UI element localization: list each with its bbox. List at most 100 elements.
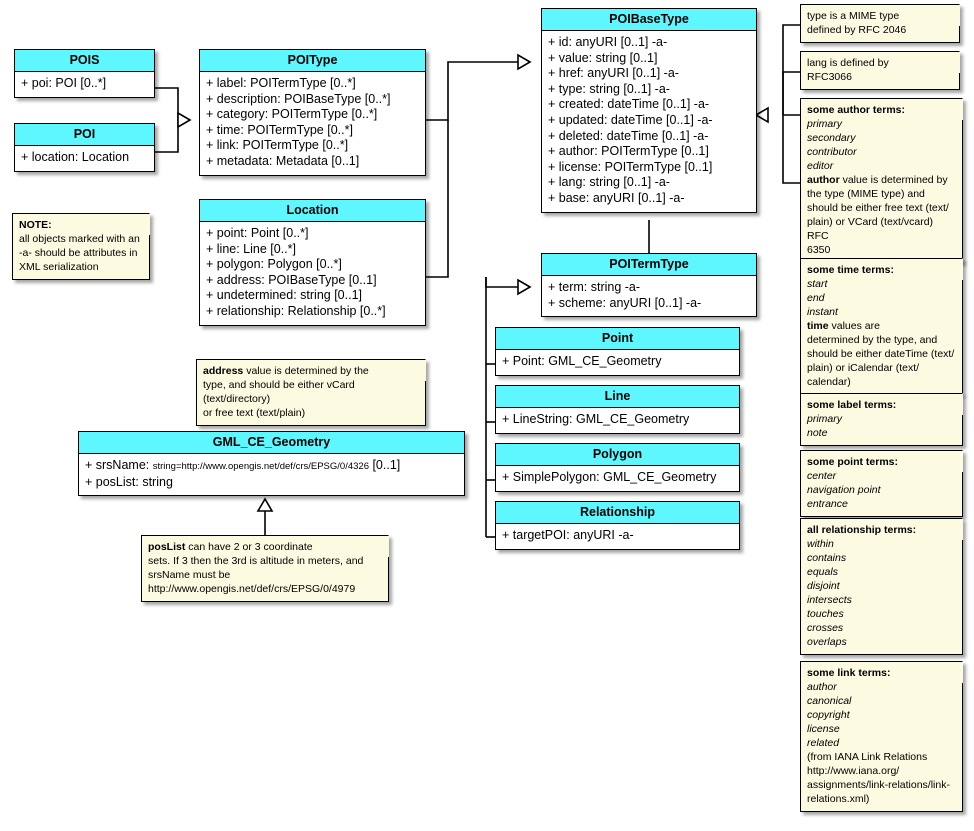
class-box-line[interactable]: Line + LineString: GML_CE_Geometry (495, 385, 740, 434)
class-box-pois[interactable]: POIS + poi: POI [0..*] (14, 49, 155, 98)
note-bold-term: author (807, 174, 840, 186)
class-box-poitype[interactable]: POIType + label: POITermType [0..*] + de… (199, 49, 426, 176)
note-term: instant (807, 306, 838, 318)
generalization-arrow-poibasetype-left (517, 53, 532, 71)
attr: + location: Location (21, 150, 130, 164)
note-term: canonical (807, 695, 852, 707)
generalization-arrow-poitype (177, 111, 192, 129)
attr: + updated: dateTime [0..1] -a- (548, 112, 713, 127)
class-title-poitype: POIType (200, 50, 425, 72)
note-lang-rfc: lang is defined by RFC3066 (800, 51, 960, 90)
note-term: copyright (807, 709, 850, 721)
note-bold-term: address (203, 365, 244, 377)
attr: + id: anyURI [0..1] -a- (548, 35, 668, 49)
generalization-arrow-poibasetype-right (754, 106, 769, 124)
attr: + relationship: Relationship [0..*] (206, 303, 386, 318)
class-title-poi: POI (15, 124, 154, 146)
note-term: navigation point (807, 484, 881, 496)
note-line: type is a MIME type (807, 10, 900, 22)
note-line: RFC3066 (807, 71, 852, 83)
class-title-pois: POIS (15, 50, 154, 72)
note-text: can have 2 or 3 coordinate (185, 541, 313, 553)
note-attribute-serialization: NOTE: all objects marked with an -a- sho… (12, 213, 150, 280)
note-fold-icon (941, 393, 963, 415)
note-point-terms: some point terms: center navigation poin… (800, 450, 963, 517)
class-attrs-line: + LineString: GML_CE_Geometry (496, 408, 739, 433)
note-title: some author terms: (807, 104, 906, 116)
attr: + point: Point [0..*] (206, 226, 309, 240)
attr: + term: string -a- (548, 280, 641, 294)
note-term: secondary (807, 132, 856, 144)
class-box-poitermtype[interactable]: POITermType + term: string -a- + scheme:… (541, 253, 757, 318)
note-line: plain) or VCard (text/vcard) RFC (807, 216, 934, 242)
note-line: lang is defined by (807, 57, 889, 69)
note-fold-icon (128, 213, 150, 235)
note-fold-icon (367, 535, 389, 557)
class-title-point: Point (496, 328, 739, 350)
note-label-terms: some label terms: primary note (800, 393, 963, 446)
note-line: 6350 (807, 244, 831, 256)
note-term: start (807, 278, 828, 290)
attr: + author: POITermType [0..1] (548, 144, 709, 159)
attr: + lang: string [0..1] -a- (548, 175, 670, 190)
class-attrs-poitype: + label: POITermType [0..*] + descriptio… (200, 72, 425, 175)
class-attrs-relationship: + targetPOI: anyURI -a- (496, 524, 739, 549)
attr: + address: POIBaseType [0..1] (206, 272, 377, 287)
generalization-arrow-gml-note (256, 497, 274, 512)
attr: + targetPOI: anyURI -a- (502, 528, 634, 542)
attr: + link: POITermType [0..*] (206, 138, 349, 153)
note-line: -a- should be attributes in (19, 247, 138, 259)
class-title-polygon: Polygon (496, 444, 739, 466)
class-box-poi[interactable]: POI + location: Location (14, 123, 155, 172)
class-title-poibasetype: POIBaseType (542, 9, 756, 31)
attr: + metadata: Metadata [0..1] (206, 153, 360, 168)
note-line: calendar) (807, 376, 851, 388)
note-title: all relationship terms: (807, 524, 917, 536)
attr: + time: POITermType [0..*] (206, 122, 353, 137)
note-line: defined by RFC 2046 (807, 24, 907, 36)
attr: + scheme: anyURI [0..1] -a- (548, 295, 702, 310)
note-poslist: posList can have 2 or 3 coordinate sets.… (141, 535, 389, 602)
note-line: or free text (text/plain) (203, 407, 306, 419)
note-line: srsName must be (148, 569, 231, 581)
note-line: address value is determined by the (203, 364, 419, 378)
attr: + created: dateTime [0..1] -a- (548, 97, 710, 112)
class-attrs-gml-ce-geometry: + srsName: string=http://www.opengis.net… (79, 454, 464, 495)
attr: + line: Line [0..*] (206, 241, 296, 256)
note-line: http://www.opengis.net/def/crs/EPSG/0/49… (148, 583, 356, 595)
note-text: value is determined by (839, 174, 948, 186)
note-term: note (807, 427, 828, 439)
note-title: NOTE: (19, 219, 52, 231)
note-term: crosses (807, 622, 844, 634)
note-term: contributor (807, 146, 857, 158)
attr: + LineString: GML_CE_Geometry (502, 412, 690, 426)
class-box-location[interactable]: Location + point: Point [0..*] + line: L… (199, 199, 426, 326)
note-link-terms: some link terms: author canonical copyri… (800, 661, 963, 812)
class-box-polygon[interactable]: Polygon + SimplePolygon: GML_CE_Geometry (495, 443, 740, 492)
note-line: time values are (807, 319, 956, 333)
note-title: some time terms: (807, 264, 894, 276)
note-text: values are (828, 320, 880, 332)
class-title-gml-ce-geometry: GML_CE_Geometry (79, 432, 464, 454)
class-box-point[interactable]: Point + Point: GML_CE_Geometry (495, 327, 740, 376)
note-term: related (807, 737, 840, 749)
note-fold-icon (941, 661, 963, 683)
class-attrs-pois: + poi: POI [0..*] (15, 72, 154, 97)
class-box-gml-ce-geometry[interactable]: GML_CE_Geometry + srsName: string=http:/… (78, 431, 465, 497)
note-fold-icon (404, 359, 426, 381)
note-author-terms: some author terms: primary secondary con… (800, 98, 963, 263)
class-box-poibasetype[interactable]: POIBaseType + id: anyURI [0..1] -a- + va… (541, 8, 757, 213)
note-line: assignments/link-relations/link- (807, 779, 950, 791)
note-title: some link terms: (807, 667, 891, 679)
note-fold-icon (941, 98, 963, 120)
note-term: license (807, 723, 840, 735)
class-box-relationship[interactable]: Relationship + targetPOI: anyURI -a- (495, 501, 740, 550)
class-title-poitermtype: POITermType (542, 254, 756, 276)
note-term: contains (807, 552, 847, 564)
note-fold-icon (941, 258, 963, 280)
note-mime-type: type is a MIME type defined by RFC 2046 (800, 4, 960, 43)
note-line: XML serialization (19, 261, 99, 273)
note-term: touches (807, 608, 844, 620)
note-term: intersects (807, 594, 852, 606)
attr-poslist: + posList: string (85, 474, 173, 489)
